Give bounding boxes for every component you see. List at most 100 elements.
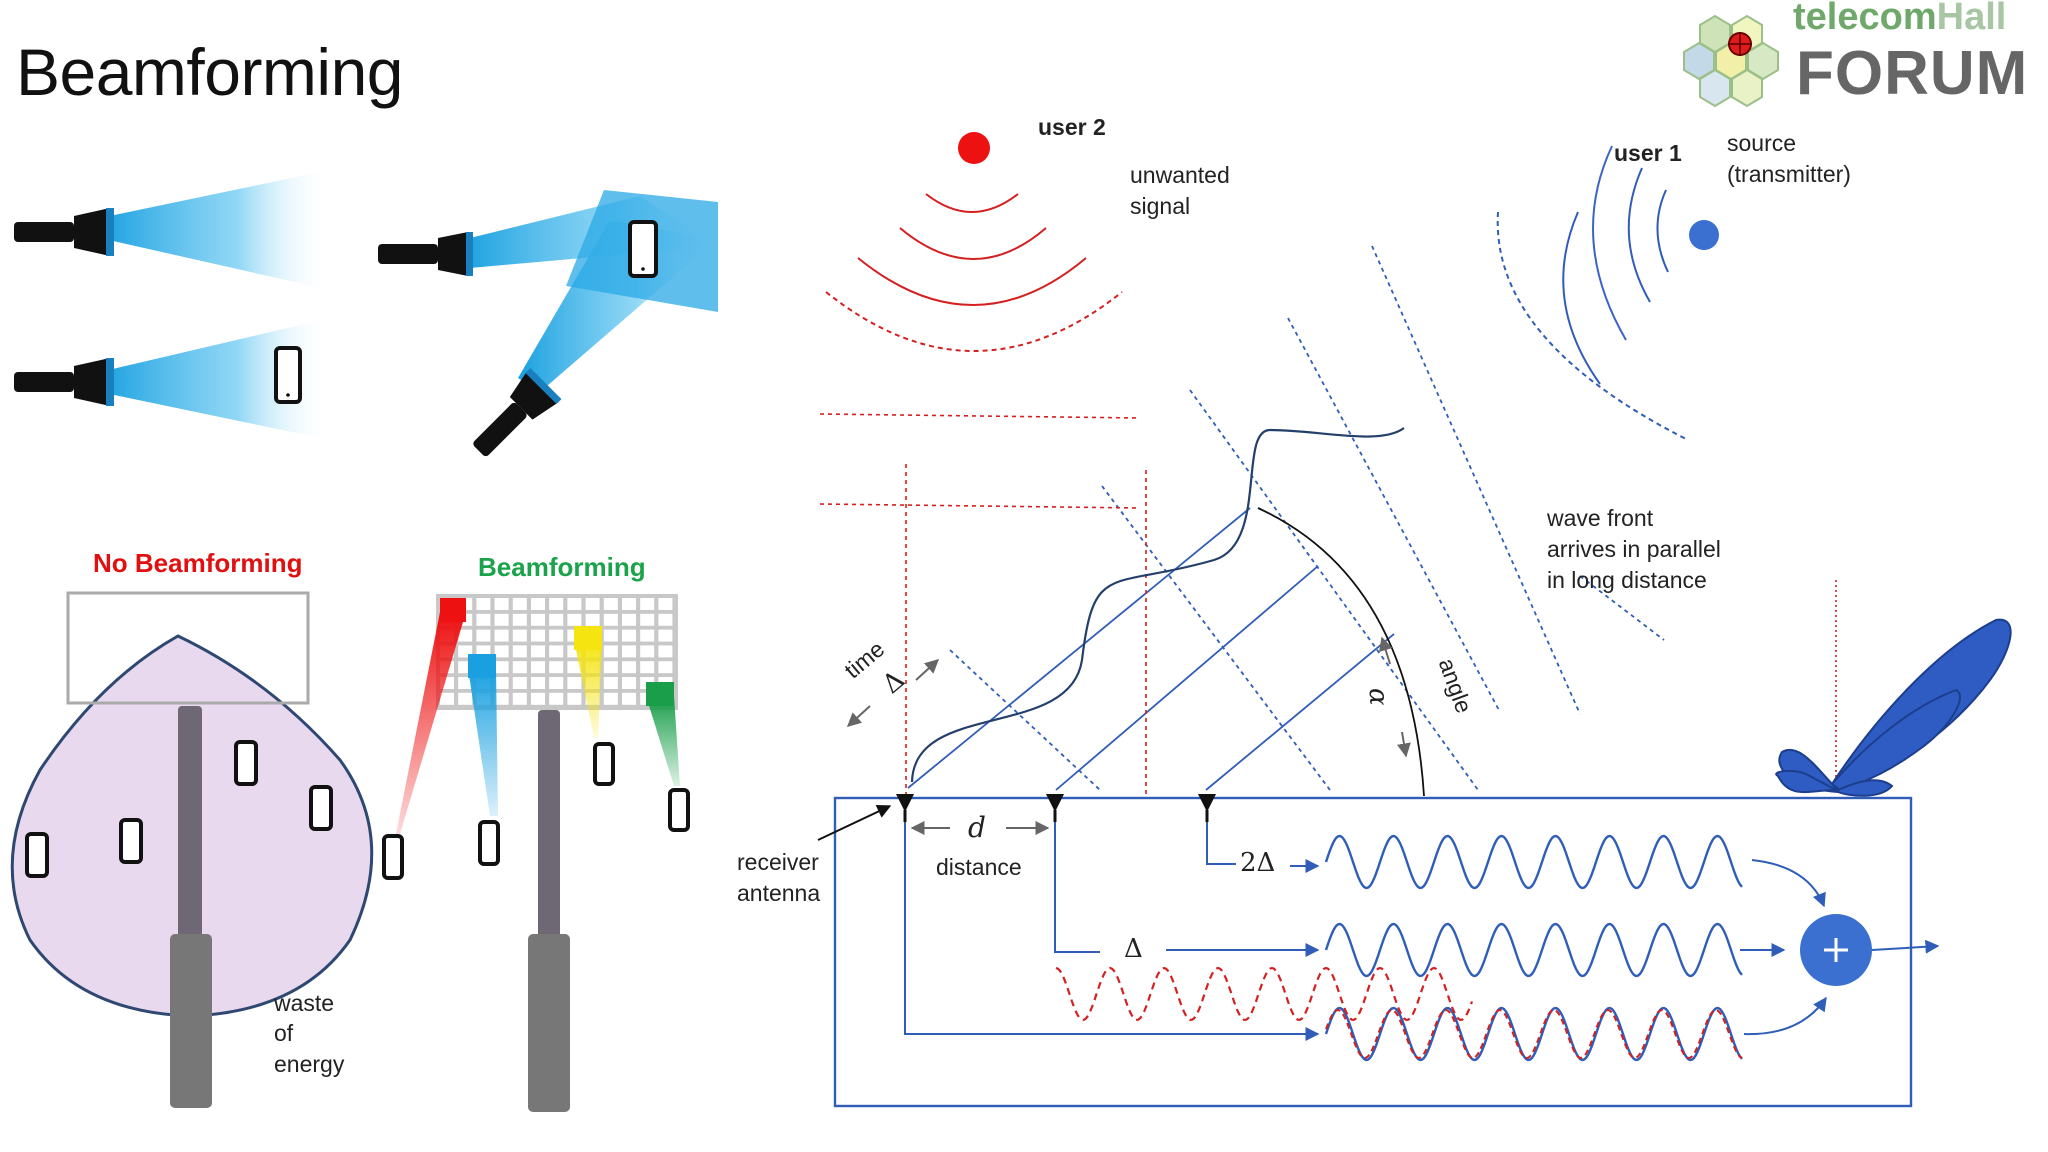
user2-dot [958,132,990,164]
alpha-arrow-up [1379,636,1393,665]
antenna-element [458,692,473,705]
phone-icon [25,832,49,878]
flashlight-icon [14,358,114,406]
beam-wide-1 [100,170,330,290]
phone-icon [478,820,500,866]
distance-label: distance [936,854,1022,880]
page-title: Beamforming [16,35,404,109]
antenna-element [512,613,527,626]
antenna-element [567,598,582,610]
d-label: d [968,811,986,844]
antenna-element [622,677,636,689]
unwanted-label: unwanted [1130,162,1230,188]
alpha-label: α [1363,688,1393,706]
logo-forum: FORUM [1796,39,2029,108]
antenna-element [658,613,673,626]
source-waves [1496,145,1689,441]
beam-blue [468,668,498,816]
delta-arrow-up [915,659,940,681]
alpha-arrow-down [1397,731,1411,758]
antenna-element [603,645,618,658]
antenna-square-blue [468,654,496,678]
phone-icon [668,788,690,832]
antenna-element [512,677,527,689]
antenna-element [567,661,582,674]
antenna-element [603,598,618,610]
antenna-element [585,613,600,626]
flashlight-icon [473,367,562,457]
red-reference-lines [819,413,1837,796]
phone-icon [274,346,302,404]
antenna-element [549,613,564,626]
antenna-element [549,677,564,689]
antenna-element [549,692,564,705]
arrival-lines [907,507,1395,791]
antenna-element [512,598,527,610]
antenna-square-green [646,682,674,706]
phone-icon [234,740,258,786]
phone-icon [309,785,333,831]
two-delta-label: 2Δ [1240,848,1276,878]
phone-icon [628,220,658,278]
antenna-square-red [440,598,466,622]
antenna-element [585,598,600,610]
antenna-element [476,629,491,642]
transmitter-label: (transmitter) [1727,161,1851,187]
user2-label: user 2 [1038,114,1106,140]
phone-icon [119,818,143,864]
signal-paths [904,822,1940,1041]
antenna-element [512,645,527,658]
wavefront-label-1: wave front [1547,505,1654,531]
antenna-element [622,645,636,658]
antenna-element [531,629,545,642]
phone-icon [382,834,404,880]
antenna-element [549,645,564,658]
wavefront-label-2: arrives in parallel [1547,536,1721,562]
antenna-element [458,629,473,642]
antenna-element [640,629,655,642]
antenna-element [531,692,545,705]
sine-wave-direct [1324,1006,1743,1062]
beamforming-label: Beamforming [478,552,646,582]
antenna-element [494,613,509,626]
user1-dot [1689,220,1719,250]
antenna-element [549,661,564,674]
antenna-element [603,629,618,642]
unwanted-sine-wave-overlay [1325,1008,1743,1059]
antenna-element [531,613,545,626]
antenna-element [512,661,527,674]
antenna-element [622,661,636,674]
beam-wide-2 [100,318,330,440]
antenna-element [658,629,673,642]
antenna-element [603,613,618,626]
no-beamforming-label: No Beamforming [93,548,303,578]
antenna-element [640,661,655,674]
antenna-element [494,677,509,689]
antenna-element [567,692,582,705]
phone-icon [593,742,615,786]
wavefront-lines [949,245,1665,791]
antenna-element [440,692,454,705]
tower-pole [170,706,212,1108]
energy-label: energy [274,1051,345,1077]
unwanted-sine-wave [1055,966,1474,1021]
flashlight-icon [14,208,114,256]
antenna-element [458,677,473,689]
flashlight-icon [378,232,473,276]
beam-yellow [574,640,602,738]
angle-arc [1257,507,1425,797]
receiver-label: receiver [737,849,819,875]
antenna-element [494,598,509,610]
antenna-element [622,613,636,626]
antenna-element [567,677,582,689]
antenna-icon [1198,794,1216,822]
radiation-pattern-icon [1775,618,2012,797]
antenna-element [622,598,636,610]
beam-green [646,696,680,786]
incoming-wave [910,427,1405,783]
waste-label: waste [274,990,335,1016]
antenna-element [476,613,491,626]
wavefront-label-3: in long distance [1547,567,1707,593]
antenna-square-yellow [574,626,602,650]
